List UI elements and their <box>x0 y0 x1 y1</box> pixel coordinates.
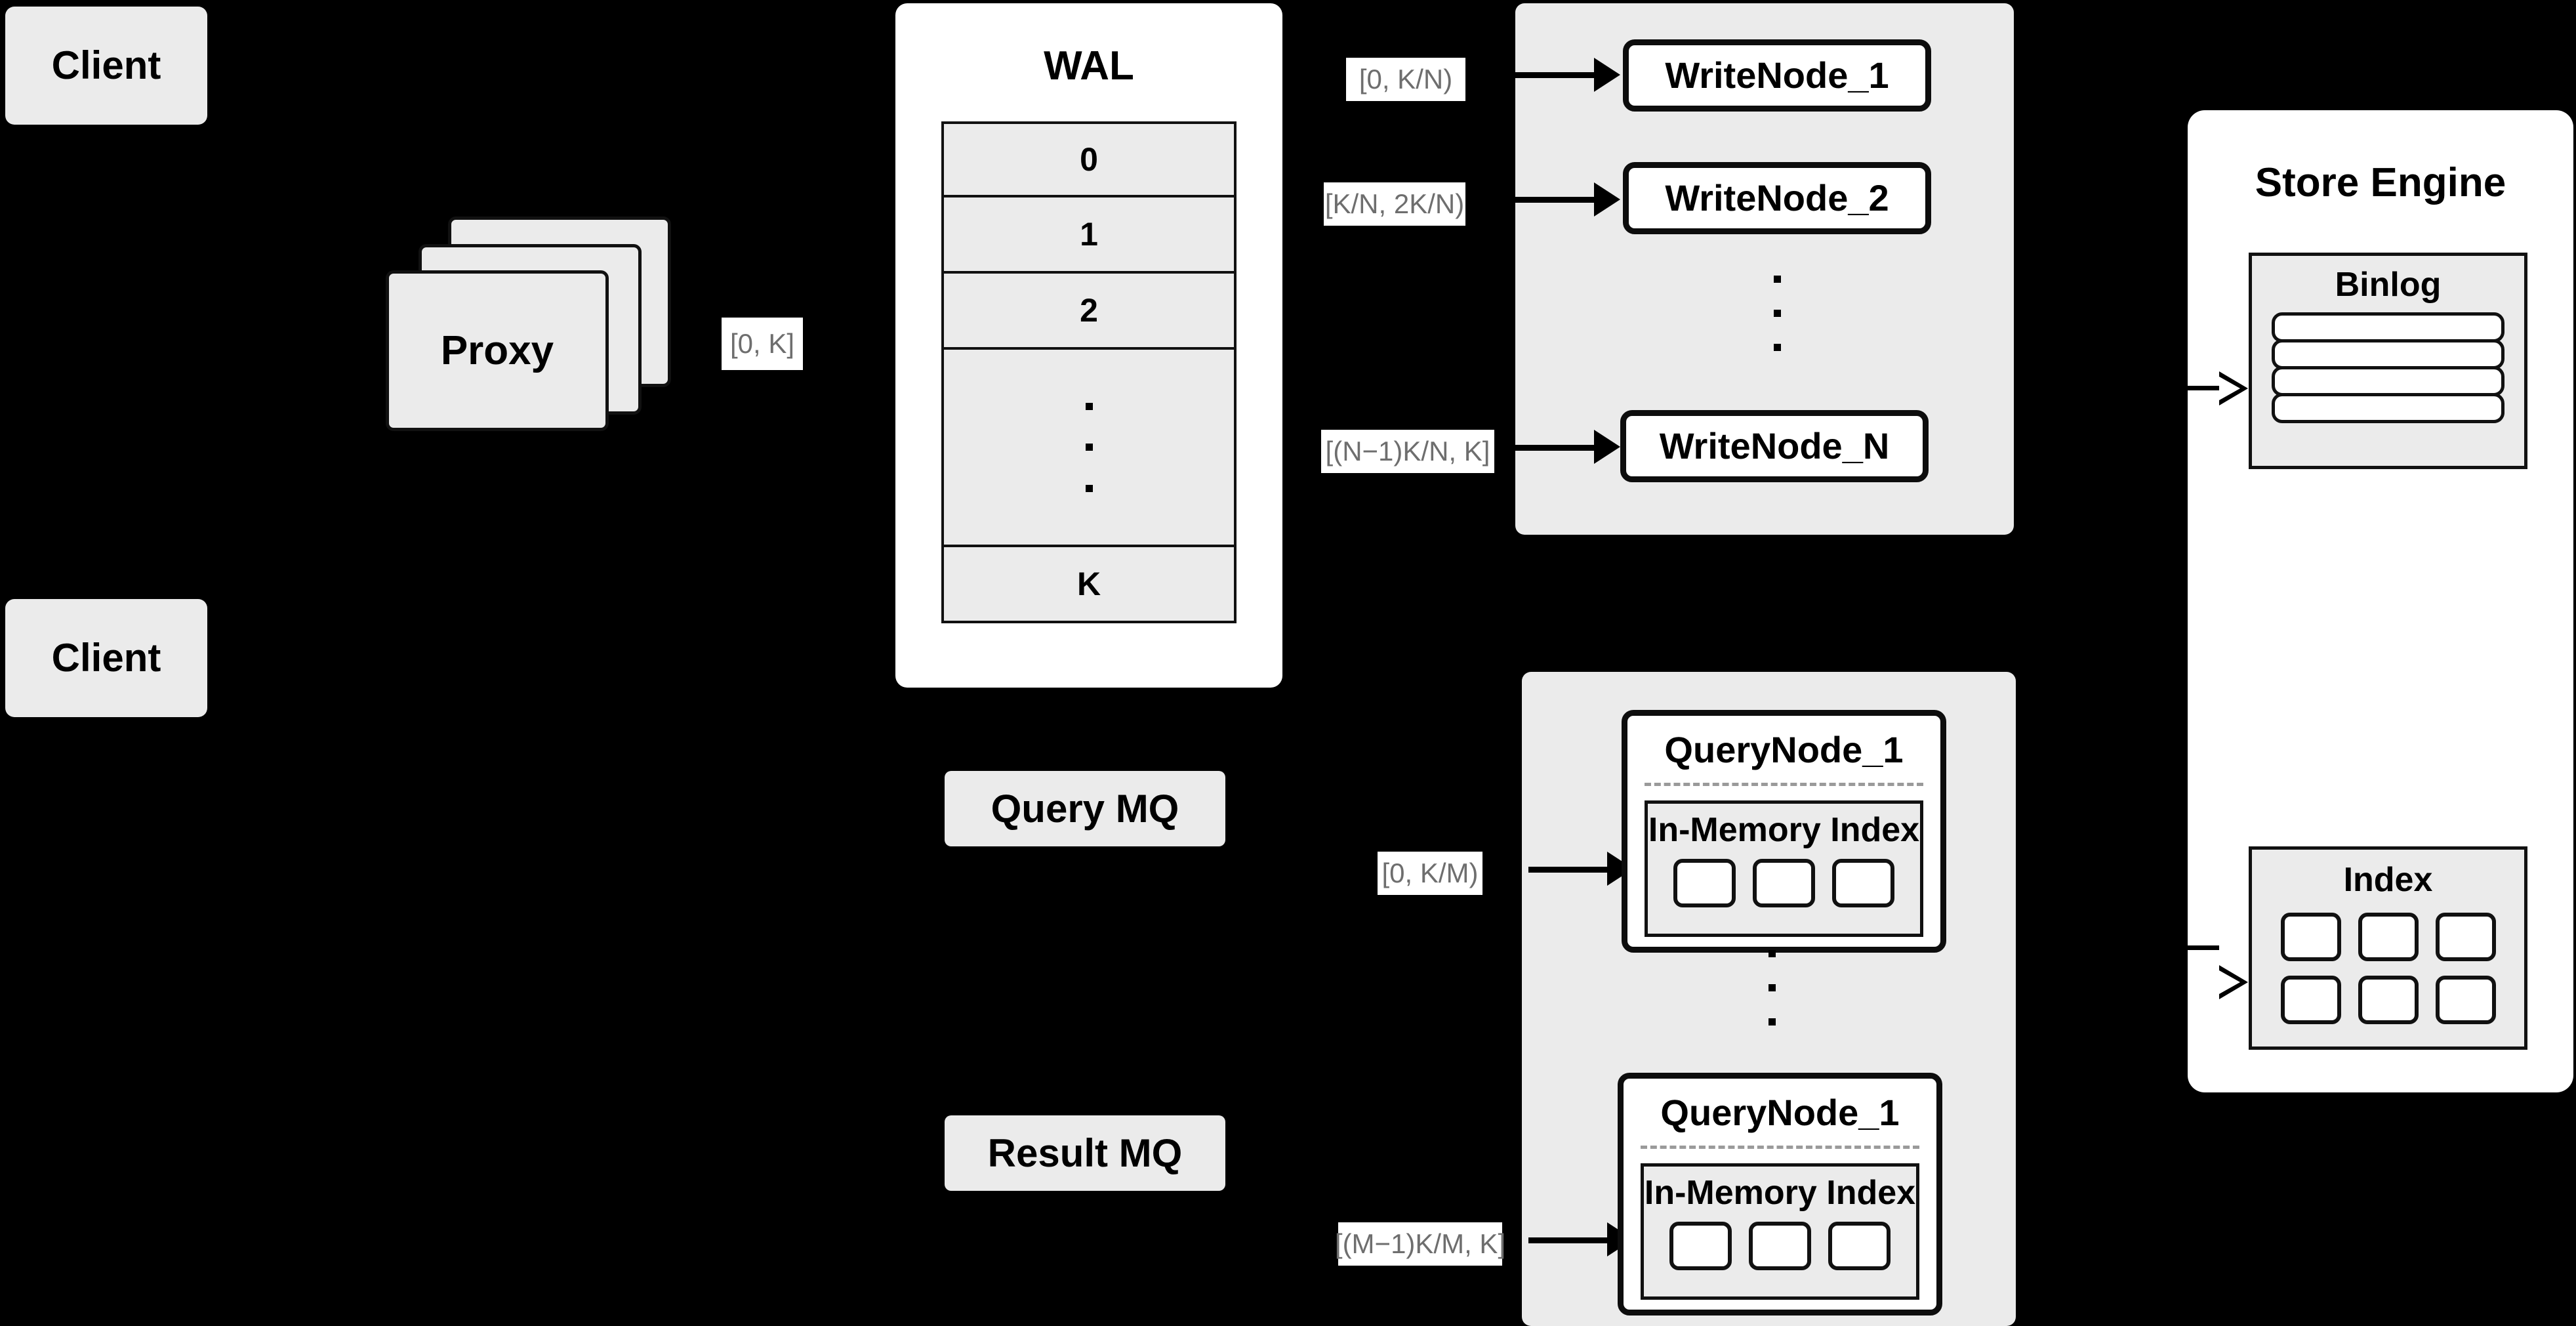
query-node-2-separator <box>1641 1146 1919 1149</box>
write-node-2-arrow-head-icon <box>1594 182 1620 217</box>
binlog-box: Binlog <box>2249 253 2527 469</box>
wal-row-k: K <box>941 547 1237 623</box>
write-node-2-label: WriteNode_2 <box>1665 177 1889 218</box>
index-cell-3[interactable] <box>2435 913 2496 961</box>
index-title: Index <box>2343 861 2433 899</box>
index-arrow-head-icon <box>2219 965 2248 999</box>
client-box-1[interactable]: Client <box>5 7 207 125</box>
query-node-1-index-cell-1[interactable] <box>1673 859 1736 907</box>
query-node-1-label: QueryNode_1 <box>1664 729 1904 770</box>
binlog-row-3[interactable] <box>2272 366 2504 396</box>
query-node-1-box[interactable]: QueryNode_1 In-Memory Index <box>1622 710 1946 953</box>
query-node-2-index-cell-2[interactable] <box>1749 1222 1811 1270</box>
write-node-n-arrow-head-icon <box>1594 430 1620 464</box>
write-node-n-label: WriteNode_N <box>1659 425 1890 466</box>
query-node-1-index-title: In-Memory Index <box>1648 811 1920 849</box>
write-node-1-range-label: [0, K/N) <box>1346 58 1465 101</box>
write-cluster-vertical-ellipsis-icon <box>1773 276 1781 351</box>
query-mq-label: Query MQ <box>991 786 1179 831</box>
write-node-n-box[interactable]: WriteNode_N <box>1620 410 1929 482</box>
write-node-2-box[interactable]: WriteNode_2 <box>1623 162 1931 234</box>
binlog-arrow-line <box>2188 386 2219 390</box>
wal-row-ellipsis <box>941 350 1237 547</box>
proxy-range-label: [0, K] <box>722 318 803 370</box>
query-node-1-index-cell-2[interactable] <box>1753 859 1815 907</box>
index-cell-5[interactable] <box>2358 976 2419 1024</box>
query-cluster-vertical-ellipsis-icon <box>1768 950 1776 1026</box>
query-node-1-separator <box>1645 783 1923 786</box>
index-box: Index <box>2249 846 2527 1050</box>
binlog-title: Binlog <box>2335 266 2442 304</box>
query-node-1-arrow-line <box>1528 867 1607 873</box>
proxy-box[interactable]: Proxy <box>386 270 609 431</box>
index-cell-4[interactable] <box>2280 976 2341 1024</box>
query-node-2-box[interactable]: QueryNode_1 In-Memory Index <box>1618 1073 1942 1316</box>
query-node-2-arrow-line <box>1528 1237 1607 1243</box>
index-cell-2[interactable] <box>2358 913 2419 961</box>
binlog-row-4[interactable] <box>2272 393 2504 423</box>
index-cell-1[interactable] <box>2280 913 2341 961</box>
write-node-1-label: WriteNode_1 <box>1665 54 1889 96</box>
result-mq-box[interactable]: Result MQ <box>945 1115 1225 1191</box>
wal-title: WAL <box>1044 43 1134 89</box>
result-mq-label: Result MQ <box>987 1130 1183 1175</box>
query-node-2-index-cell-1[interactable] <box>1669 1222 1732 1270</box>
write-node-n-arrow-line <box>1515 445 1594 451</box>
index-cell-6[interactable] <box>2435 976 2496 1024</box>
index-arrow-line <box>2188 945 2219 950</box>
query-node-2-label: QueryNode_1 <box>1660 1092 1900 1133</box>
wal-vertical-ellipsis-icon <box>1085 402 1093 492</box>
write-node-2-arrow-line <box>1515 197 1594 203</box>
wal-row-2: 2 <box>941 274 1237 350</box>
query-node-2-index-cell-3[interactable] <box>1828 1222 1891 1270</box>
query-node-1-inmemory-index: In-Memory Index <box>1645 800 1923 937</box>
wal-row-0: 0 <box>941 121 1237 197</box>
query-node-1-range-label: [0, K/M) <box>1378 852 1482 895</box>
wal-row-1: 1 <box>941 197 1237 274</box>
store-engine-title: Store Engine <box>2255 160 2506 205</box>
client-label-2: Client <box>51 636 161 680</box>
query-node-2-index-title: In-Memory Index <box>1644 1174 1916 1212</box>
write-node-n-range-label: [(N−1)K/N, K] <box>1321 430 1494 473</box>
query-node-2-range-label: [(M−1)K/M, K] <box>1335 1222 1505 1266</box>
write-node-1-arrow-line <box>1515 72 1594 78</box>
binlog-arrow-head-icon <box>2219 371 2248 405</box>
write-node-1-box[interactable]: WriteNode_1 <box>1623 39 1931 112</box>
binlog-row-2[interactable] <box>2272 339 2504 369</box>
query-node-2-inmemory-index: In-Memory Index <box>1641 1163 1919 1300</box>
binlog-row-1[interactable] <box>2272 312 2504 342</box>
client-label-1: Client <box>51 43 161 87</box>
query-mq-box[interactable]: Query MQ <box>945 771 1225 846</box>
write-node-2-range-label: [K/N, 2K/N) <box>1324 182 1465 226</box>
write-node-1-arrow-head-icon <box>1594 58 1620 92</box>
proxy-label: Proxy <box>440 327 554 373</box>
query-node-1-index-cell-3[interactable] <box>1832 859 1894 907</box>
client-box-2[interactable]: Client <box>5 599 207 717</box>
